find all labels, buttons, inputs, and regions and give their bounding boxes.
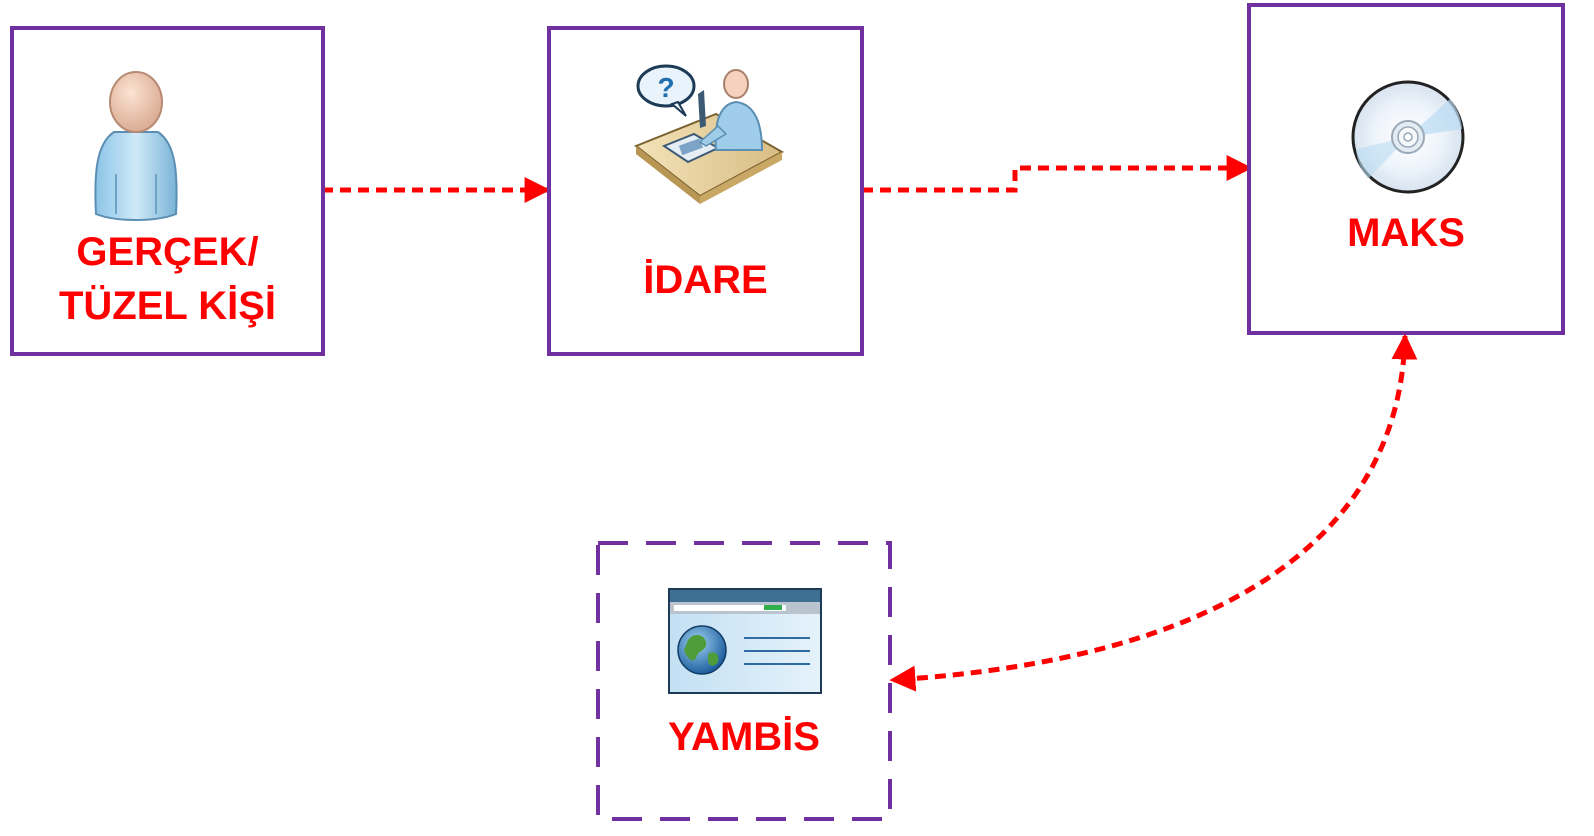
- person-label-line1: GERÇEK/: [76, 230, 259, 274]
- connector-maks-yambis: [889, 333, 1418, 692]
- help-desk-icon: ?: [634, 64, 785, 204]
- person-label-line2: TÜZEL KİŞİ: [58, 284, 277, 328]
- yambis-label: YAMBİS: [668, 715, 820, 759]
- yambis-node: YAMBİS: [598, 543, 890, 819]
- maks-label: MAKS: [1347, 211, 1465, 255]
- disc-icon: [1350, 79, 1466, 195]
- person-icon: [86, 54, 186, 224]
- maks-node: MAKS: [1247, 3, 1565, 335]
- connector-office-to-maks: [862, 155, 1253, 193]
- svg-text:?: ?: [657, 72, 674, 103]
- office-label: İDARE: [643, 258, 768, 302]
- person-node: GERÇEK/ TÜZEL KİŞİ: [10, 26, 325, 356]
- office-node: ? İDARE: [547, 26, 864, 356]
- web-page-icon: [668, 588, 822, 694]
